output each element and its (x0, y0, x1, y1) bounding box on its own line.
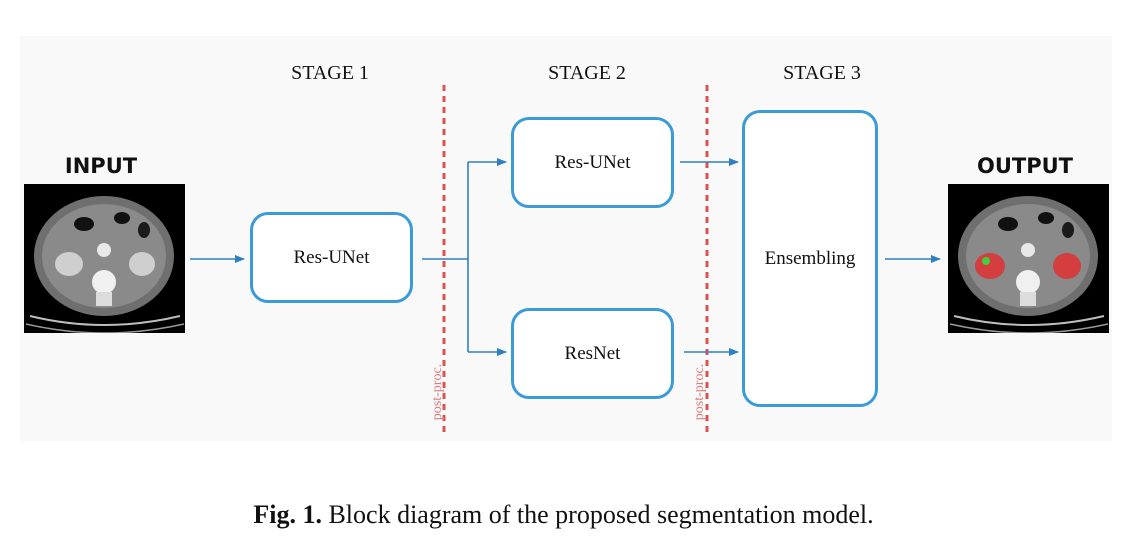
postproc-label-1: post-proc. (430, 363, 445, 421)
output-ct-scan (948, 184, 1109, 333)
stage1-resunet-label: Res-UNet (293, 246, 370, 268)
stage3-ensembling-block: Ensembling (742, 110, 878, 407)
input-label: INPUT (64, 154, 138, 178)
stage2-resunet-label: Res-UNet (554, 151, 631, 173)
stage-3-label: STAGE 3 (783, 62, 861, 84)
output-label: OUTPUT (977, 154, 1073, 178)
stage2-resunet-block: Res-UNet (511, 117, 674, 208)
caption-text: Block diagram of the proposed segmentati… (328, 500, 874, 529)
stage-1-label: STAGE 1 (291, 62, 369, 84)
stage2-resnet-label: ResNet (564, 342, 621, 364)
stage3-ensembling-label: Ensembling (764, 247, 856, 269)
stage1-resunet-block: Res-UNet (250, 212, 413, 303)
postproc-label-2: post-proc. (692, 363, 707, 421)
stage2-resnet-block: ResNet (511, 308, 674, 399)
stage-2-label: STAGE 2 (548, 62, 626, 84)
caption-prefix: Fig. 1. (253, 500, 322, 529)
input-ct-scan (24, 184, 185, 333)
figure-caption: Fig. 1. Block diagram of the proposed se… (0, 500, 1127, 530)
